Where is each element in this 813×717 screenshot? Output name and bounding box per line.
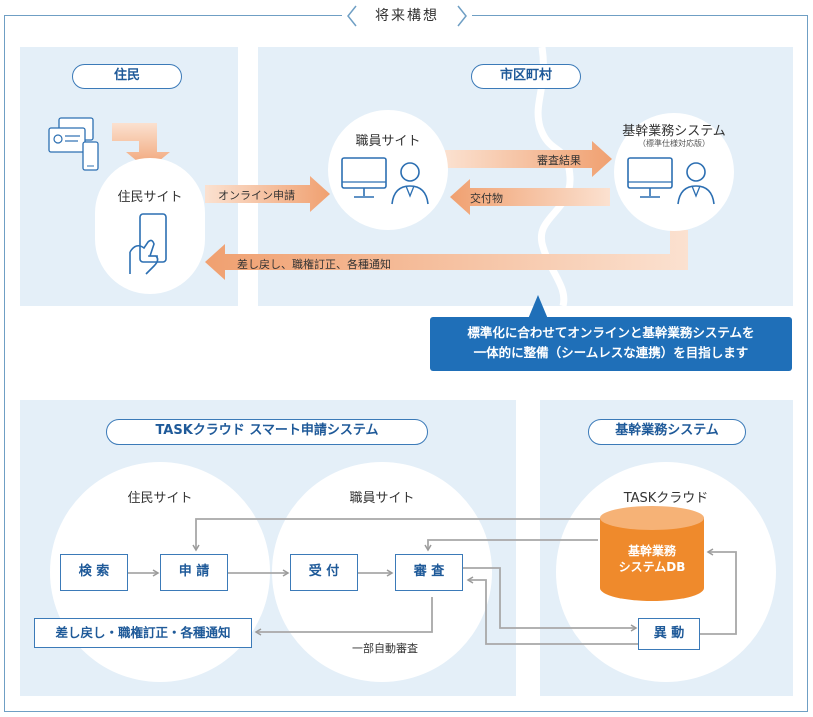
title-tab [342,4,472,28]
resident-site-bottom-label: 住民サイト [127,491,193,506]
core-system-label: 基幹業務システム [622,124,726,139]
delivered-item-label: 交付物 [470,192,503,205]
staff-computer-icon [341,157,429,205]
database-icon [600,506,704,601]
return-notice-arrow [205,230,688,280]
staff-site-bottom-label: 職員サイト [349,491,415,506]
search-box: 検 索 [60,554,128,591]
id-cards-icon [48,117,99,171]
note-pointer [528,295,548,319]
callout-note: 標準化に合わせてオンラインと基幹業務システムを 一体的に整備（シームレスな連携）… [430,317,792,371]
note-line-2: 一体的に整備（シームレスな連携）を目指します [473,345,749,360]
review-box: 審 査 [395,554,463,591]
delivered-item-arrow [450,179,610,215]
return-notice-box: 差し戻し・職権訂正・各種通知 [34,618,252,648]
online-application-arrow [205,176,330,212]
task-cloud-label: TASKクラウド [623,491,709,506]
accept-box: 受 付 [290,554,358,591]
resident-pill: 住民 [72,64,182,89]
core-system-computer-icon [627,157,715,205]
resident-site-label: 住民サイト [117,190,183,205]
staff-site-label: 職員サイト [355,134,421,149]
title-brackets [347,5,467,27]
page-title: 将来構想 [375,8,439,24]
online-application-label: オンライン申請 [218,189,295,202]
database-label-line-1: 基幹業務 [627,544,676,558]
change-box: 異 動 [638,618,700,650]
review-result-arrow [445,141,612,177]
core-system-pill: 基幹業務システム [588,419,746,445]
core-system-sublabel: （標準仕様対応版） [638,139,710,148]
database-label-line-2: システムDB [618,560,686,574]
smartphone-hand-icon [129,213,167,275]
task-system-pill: TASKクラウド スマート申請システム [106,419,428,445]
municipality-pill: 市区町村 [471,64,581,89]
auto-review-label: 一部自動審査 [352,642,418,655]
return-notice-label: 差し戻し、職権訂正、各種通知 [237,258,391,271]
apply-box: 申 請 [160,554,228,591]
note-line-1: 標準化に合わせてオンラインと基幹業務システムを [467,325,755,340]
database-label: 基幹業務 システムDB [598,543,706,575]
review-result-label: 審査結果 [537,154,581,167]
